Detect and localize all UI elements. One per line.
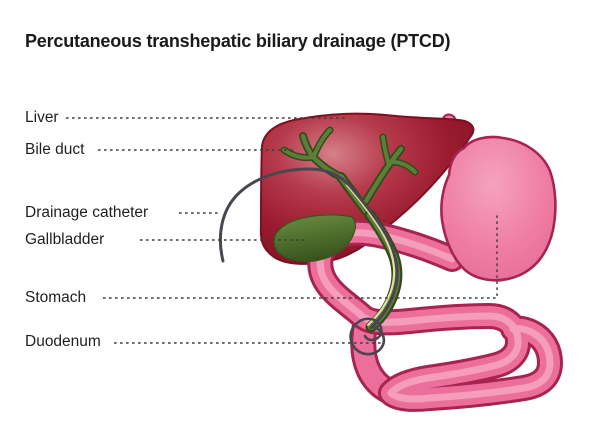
gallbladder-shape	[273, 214, 356, 263]
label-liver: Liver	[25, 109, 59, 126]
label-gallbladder: Gallbladder	[25, 231, 105, 248]
drainage-catheter-path	[218, 167, 399, 330]
leader-stomach	[103, 212, 498, 299]
diagram-title: Percutaneous transhepatic biliary draina…	[25, 31, 451, 51]
label-bile-duct: Bile duct	[25, 141, 85, 158]
label-drainage-catheter: Drainage catheter	[25, 204, 149, 221]
intestine-tube	[307, 219, 563, 412]
stomach-shape	[440, 135, 557, 282]
label-duodenum: Duodenum	[25, 333, 101, 350]
catheter-inner-line	[345, 183, 396, 327]
leader-lines	[66, 117, 498, 344]
label-stomach: Stomach	[25, 289, 87, 306]
pigtail-coil	[349, 317, 386, 356]
